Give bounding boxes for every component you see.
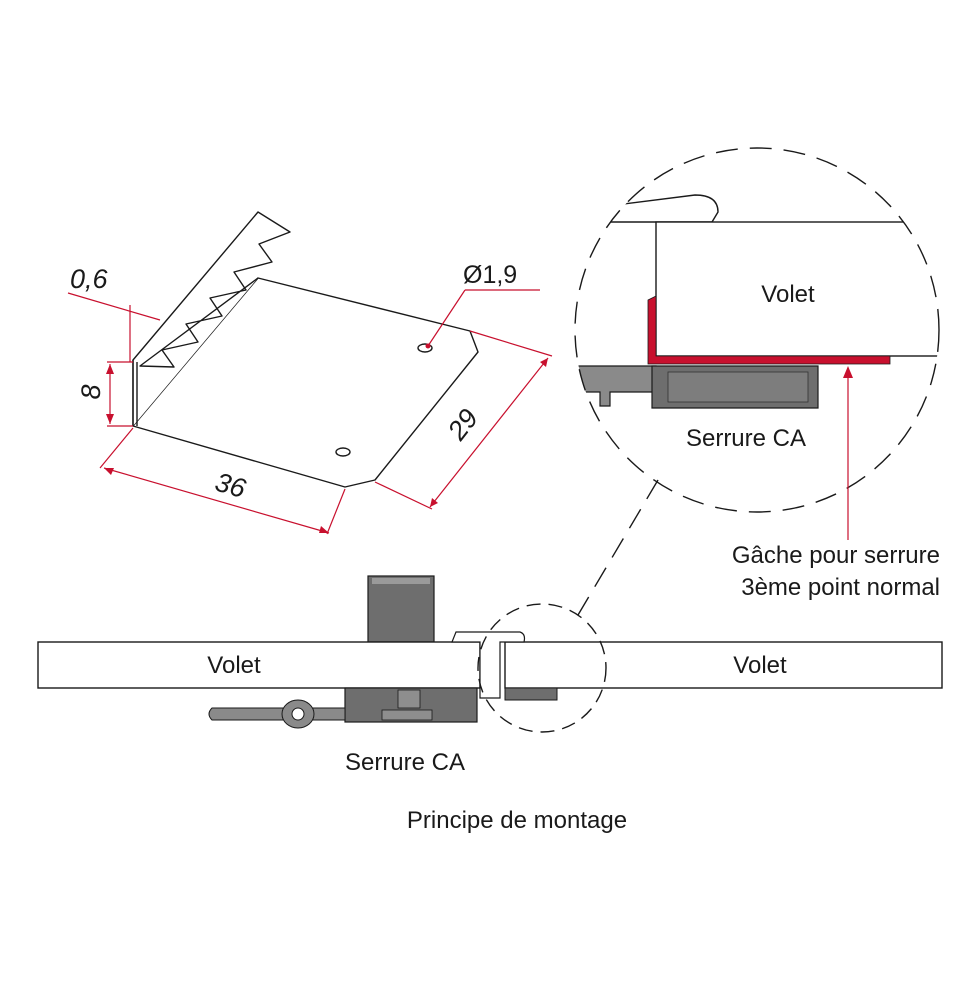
dim-hole-diameter: Ø1,9: [463, 261, 517, 289]
dim-length: 36: [212, 467, 250, 504]
strike-label-line1: Gâche pour serrure: [732, 542, 940, 569]
dim-height: 8: [76, 384, 106, 399]
assembly-view: [37, 575, 943, 729]
strike-plate-edge: [132, 360, 138, 426]
strike-leader-arrow: [843, 366, 853, 378]
lock-rod: [208, 707, 346, 721]
strike-plate-drawing: [132, 211, 479, 488]
assembly-lock-label: Serrure CA: [345, 749, 465, 776]
detail-strike-plate: [647, 295, 891, 365]
assembly-detail-circle: [477, 603, 607, 733]
detail-lock-body: [575, 365, 657, 407]
lock-cylinder: [367, 575, 435, 643]
dim-thickness: 0,6: [70, 264, 109, 294]
detail-lock-label: Serrure CA: [686, 425, 806, 452]
dim-width: 29: [441, 403, 484, 446]
strike-plate-hole-bottom: [335, 447, 351, 457]
strike-plate-teeth: [132, 211, 291, 426]
detail-circle: [574, 147, 940, 513]
dimension-arrows: [104, 343, 548, 533]
left-shutter: [37, 641, 481, 689]
right-shutter-label: Volet: [733, 652, 787, 679]
detail-view: [575, 194, 939, 409]
assembly-hook: [451, 631, 526, 699]
right-shutter: [504, 641, 943, 689]
lock-bolt: [504, 687, 558, 701]
caption: Principe de montage: [407, 807, 627, 834]
strike-label-line2: 3ème point normal: [741, 574, 940, 601]
detail-connector: [577, 479, 659, 616]
left-shutter-label: Volet: [207, 652, 261, 679]
detail-shutter-label: Volet: [761, 281, 815, 308]
